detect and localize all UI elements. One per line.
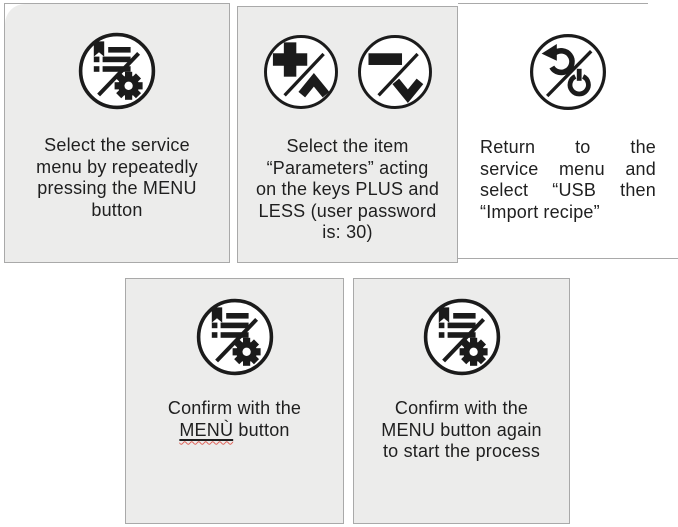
step-2-text: Select the item “Parameters” acting on t… bbox=[255, 136, 440, 243]
plus-key-icon bbox=[262, 33, 340, 111]
plus-minus-keys bbox=[262, 33, 434, 111]
step-4-text-before: Confirm with the bbox=[167, 398, 302, 418]
step-1-panel: Select the service menu by repeatedly pr… bbox=[4, 3, 230, 263]
step-4-text-after: button bbox=[233, 419, 290, 440]
step-5-panel: Confirm with the MENU button again to st… bbox=[353, 278, 570, 524]
step-4-panel: Confirm with the MENÙ button bbox=[125, 278, 344, 524]
menu-button-icon bbox=[195, 297, 275, 377]
step-4-text: Confirm with the MENÙ button bbox=[168, 398, 301, 441]
step-5-text: Confirm with the MENU button again to st… bbox=[381, 398, 542, 462]
menu-button-icon bbox=[422, 297, 502, 377]
step-2-panel: Select the item “Parameters” acting on t… bbox=[237, 6, 458, 263]
menu-button-icon bbox=[77, 31, 157, 111]
return-standby-icon bbox=[528, 32, 608, 112]
misspelled-word: MENÙ bbox=[179, 419, 234, 440]
step-1-text: Select the service menu by repeatedly pr… bbox=[36, 135, 198, 220]
minus-key-icon bbox=[356, 33, 434, 111]
